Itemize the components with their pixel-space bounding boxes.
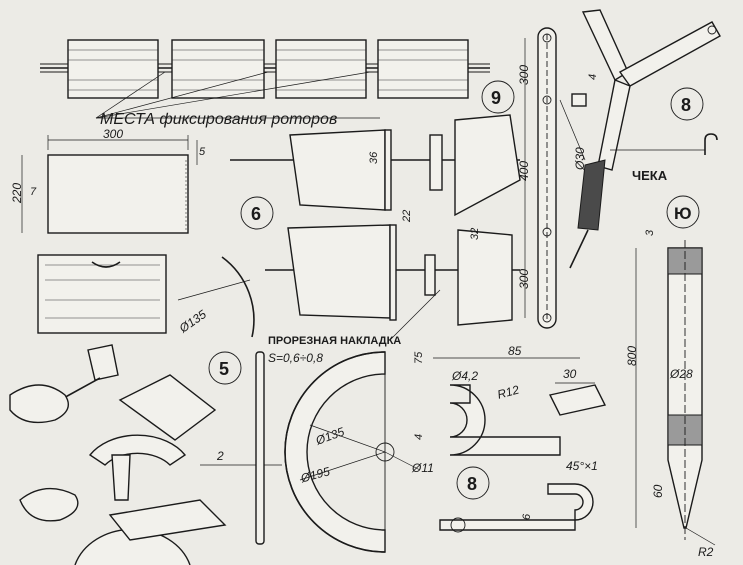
bending-illustration: 5 [9,344,242,565]
dim-r12: R12 [496,382,521,401]
dim-6: 6 [521,513,533,520]
dim-4-hook: 4 [413,434,425,440]
rotor-3 [275,39,367,99]
ground-stake: Ю 3 800 Ø28 60 R2 [625,195,716,559]
dim-36: 36 [368,151,380,164]
fig9-circle [481,80,515,114]
dim-400-bar: 400 [517,161,531,181]
dim-300-bar-top: 300 [517,65,531,85]
fig5-label: 5 [219,359,229,379]
rotor-1 [67,39,159,99]
dim-32: 32 [469,228,481,240]
dim-chamfer: 45°×1 [566,459,598,473]
generator-detail: 36 22 6 32 ПРОРЕЗНАЯ НАКЛАДКА [230,114,521,347]
slotted-plate-label: ПРОРЕЗНАЯ НАКЛАДКА [268,335,401,347]
dim-75: 75 [413,351,425,364]
half-disc: Ø135 Ø195 Ø11 [284,351,434,553]
dim-220: 220 [10,183,24,204]
rotor-shaft-assembly: МЕСТА фиксирования роторов 9 [40,39,515,128]
fig8-top-circle [670,87,704,121]
dim-dia28: Ø28 [669,367,693,381]
dim-7: 7 [30,186,37,198]
rotor-fixing-label: МЕСТА фиксирования роторов [100,111,337,128]
hook-part: 85 75 Ø4,2 30 R12 4 [413,344,607,456]
fig10-label: Ю [674,204,692,223]
dim-dia42: Ø4,2 [451,369,478,383]
dim-3: 3 [644,229,656,236]
rotor-blank-flat: 300 5 220 7 [10,127,206,234]
fig9-label: 9 [491,88,501,108]
dim-5: 5 [199,146,206,158]
dim-85: 85 [508,344,522,358]
dim-dia30: Ø30 [573,147,587,171]
fig8-bottom-circle [456,466,490,500]
dim-dia11: Ø11 [411,461,434,475]
dim-300-top: 300 [103,127,123,141]
dim-300-bar-bottom: 300 [517,269,531,289]
fig6-circle [240,196,274,230]
dim-4-bar: 4 [587,74,599,80]
dim-thickness: S=0,6÷0,8 [268,351,323,365]
fig8-top-label: 8 [681,95,691,115]
dim-800: 800 [625,346,639,366]
rotor-blank-curved: Ø135 [37,254,255,338]
tripod-joint: 8 ЧЕКА [569,9,721,269]
fig10-circle [666,195,700,229]
rotor-4 [377,39,469,99]
fig8-bottom-label: 8 [467,474,477,494]
dim-r2: R2 [698,545,714,559]
dim-dia135-arc: Ø135 [176,307,209,336]
rotor-2 [171,39,265,99]
dim-22: 22 [401,210,413,223]
pin-label: ЧЕКА [632,168,668,183]
dim-30: 30 [563,367,577,381]
fig5-circle [208,351,242,385]
pin-detail: 8 45°×1 6 [439,459,598,533]
dim-60: 60 [651,484,665,498]
hammer-icon [59,344,119,401]
fig6-label: 6 [251,204,261,224]
frame-bar: 300 400 300 Ø30 4 [517,27,599,329]
thin-strip: 2 S=0,6÷0,8 [200,351,323,545]
dim-2: 2 [216,449,224,463]
